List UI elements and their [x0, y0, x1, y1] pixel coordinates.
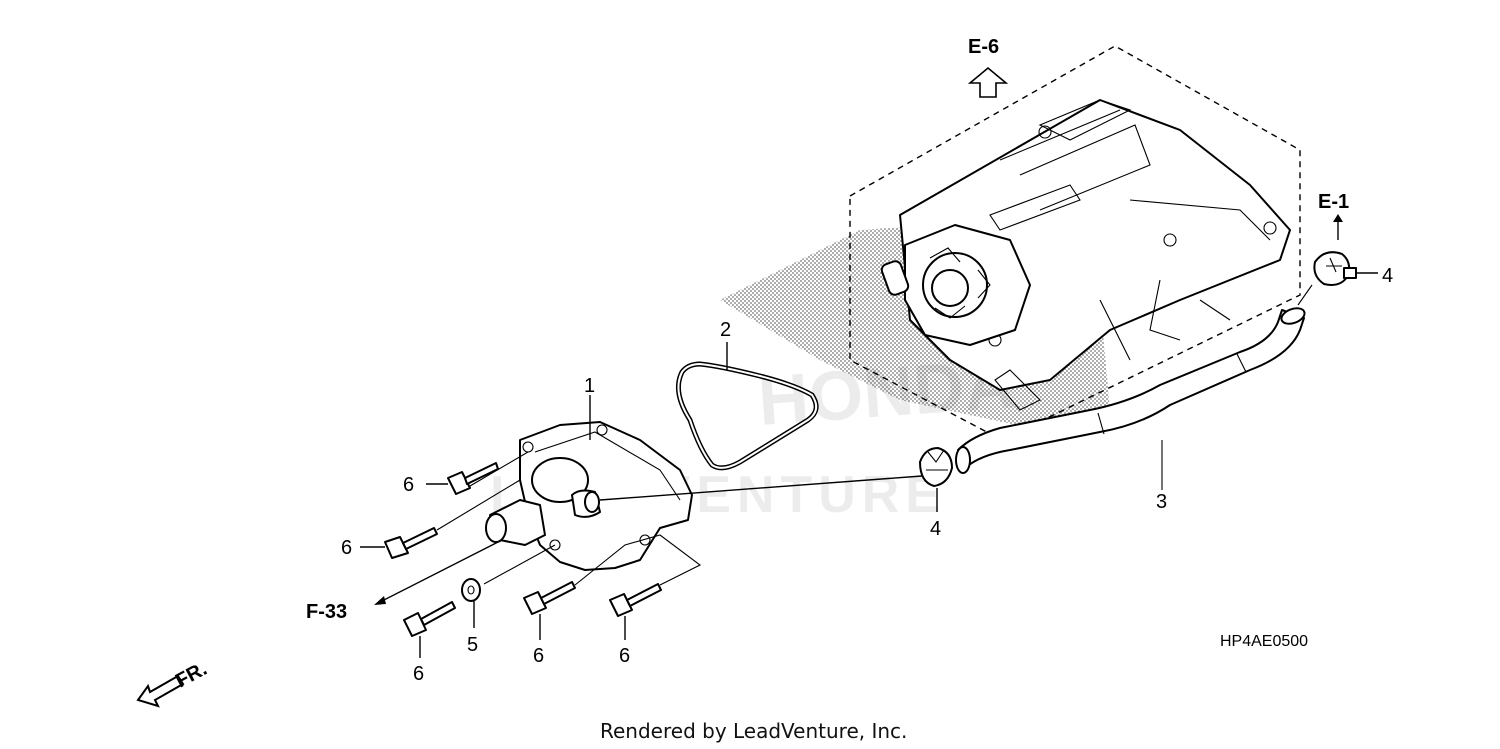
front-arrow-icon [136, 674, 185, 708]
arrow-up-icon [967, 66, 1009, 98]
bolt-6a [426, 451, 529, 495]
bolt-6d [523, 581, 576, 640]
callout-4-middle: 4 [930, 518, 941, 540]
engine-case-boundary [849, 45, 1301, 441]
diagram-code: HP4AE0500 [1220, 633, 1308, 650]
leader-hose-upper [1297, 284, 1313, 306]
leader-clamp-to-pump [599, 475, 923, 501]
ref-e1: E-1 [1318, 191, 1349, 240]
callout-6c: 6 [413, 663, 424, 685]
ref-f33: F-33 [306, 539, 503, 623]
engine-case [880, 99, 1291, 411]
callout-1: 1 [584, 375, 595, 397]
hose-clamp-upper [1313, 251, 1378, 286]
o-ring [675, 342, 819, 471]
callout-3: 3 [1156, 491, 1167, 513]
arrow-head-f33-icon [374, 596, 386, 605]
bolt-6b [360, 479, 521, 559]
ref-e1-label: E-1 [1318, 191, 1349, 213]
washer-5 [461, 544, 556, 628]
callout-6d: 6 [533, 645, 544, 667]
callout-6a: 6 [403, 474, 414, 496]
hose-clamp-middle [919, 447, 953, 512]
water-hose [955, 307, 1306, 474]
footer-credit: Rendered by LeadVenture, Inc. [600, 719, 907, 743]
callout-2: 2 [720, 319, 731, 341]
callout-6e: 6 [619, 645, 630, 667]
leader-bolts-to-cover [574, 534, 702, 586]
arrow-head-icon [1333, 214, 1343, 222]
bolt-6c [403, 601, 456, 658]
ref-e6-label: E-6 [968, 36, 999, 58]
callout-6b: 6 [341, 537, 352, 559]
bolt-6e [609, 583, 662, 640]
water-pump-cover [485, 395, 693, 571]
front-arrow: FR. [136, 658, 211, 708]
callout-5: 5 [467, 634, 478, 656]
ref-f33-label: F-33 [306, 601, 347, 623]
callout-4-upper: 4 [1382, 265, 1393, 287]
ref-e6: E-6 [967, 36, 1009, 98]
